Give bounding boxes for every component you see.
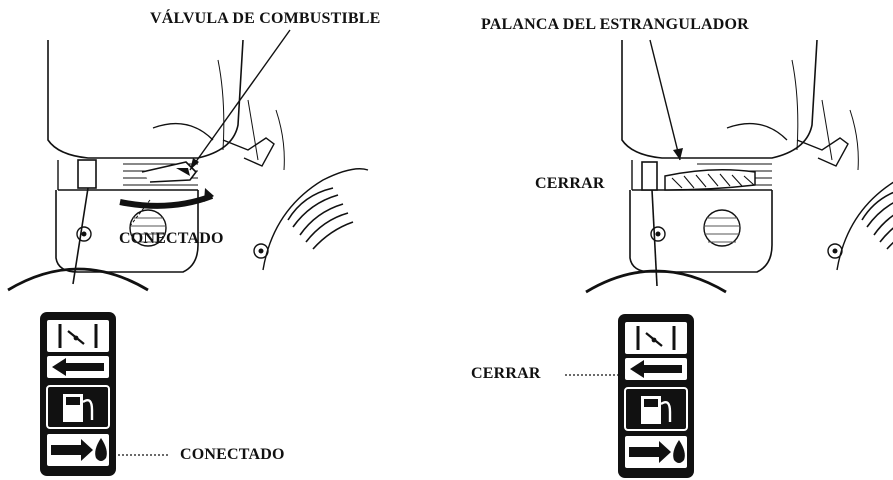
left-engine bbox=[6, 29, 369, 478]
choke-lever-label: PALANCA DEL ESTRANGULADOR bbox=[481, 16, 749, 33]
choke-closed-engine-label: CERRAR bbox=[535, 175, 605, 192]
right-engine bbox=[584, 39, 893, 480]
choke-closed-decal-label: CERRAR bbox=[471, 365, 541, 382]
fuel-on-decal-label: CONECTADO bbox=[180, 446, 285, 463]
fuel-valve-label: VÁLVULA DE COMBUSTIBLE bbox=[150, 10, 381, 27]
fuel-on-engine-label: CONECTADO bbox=[119, 230, 224, 247]
